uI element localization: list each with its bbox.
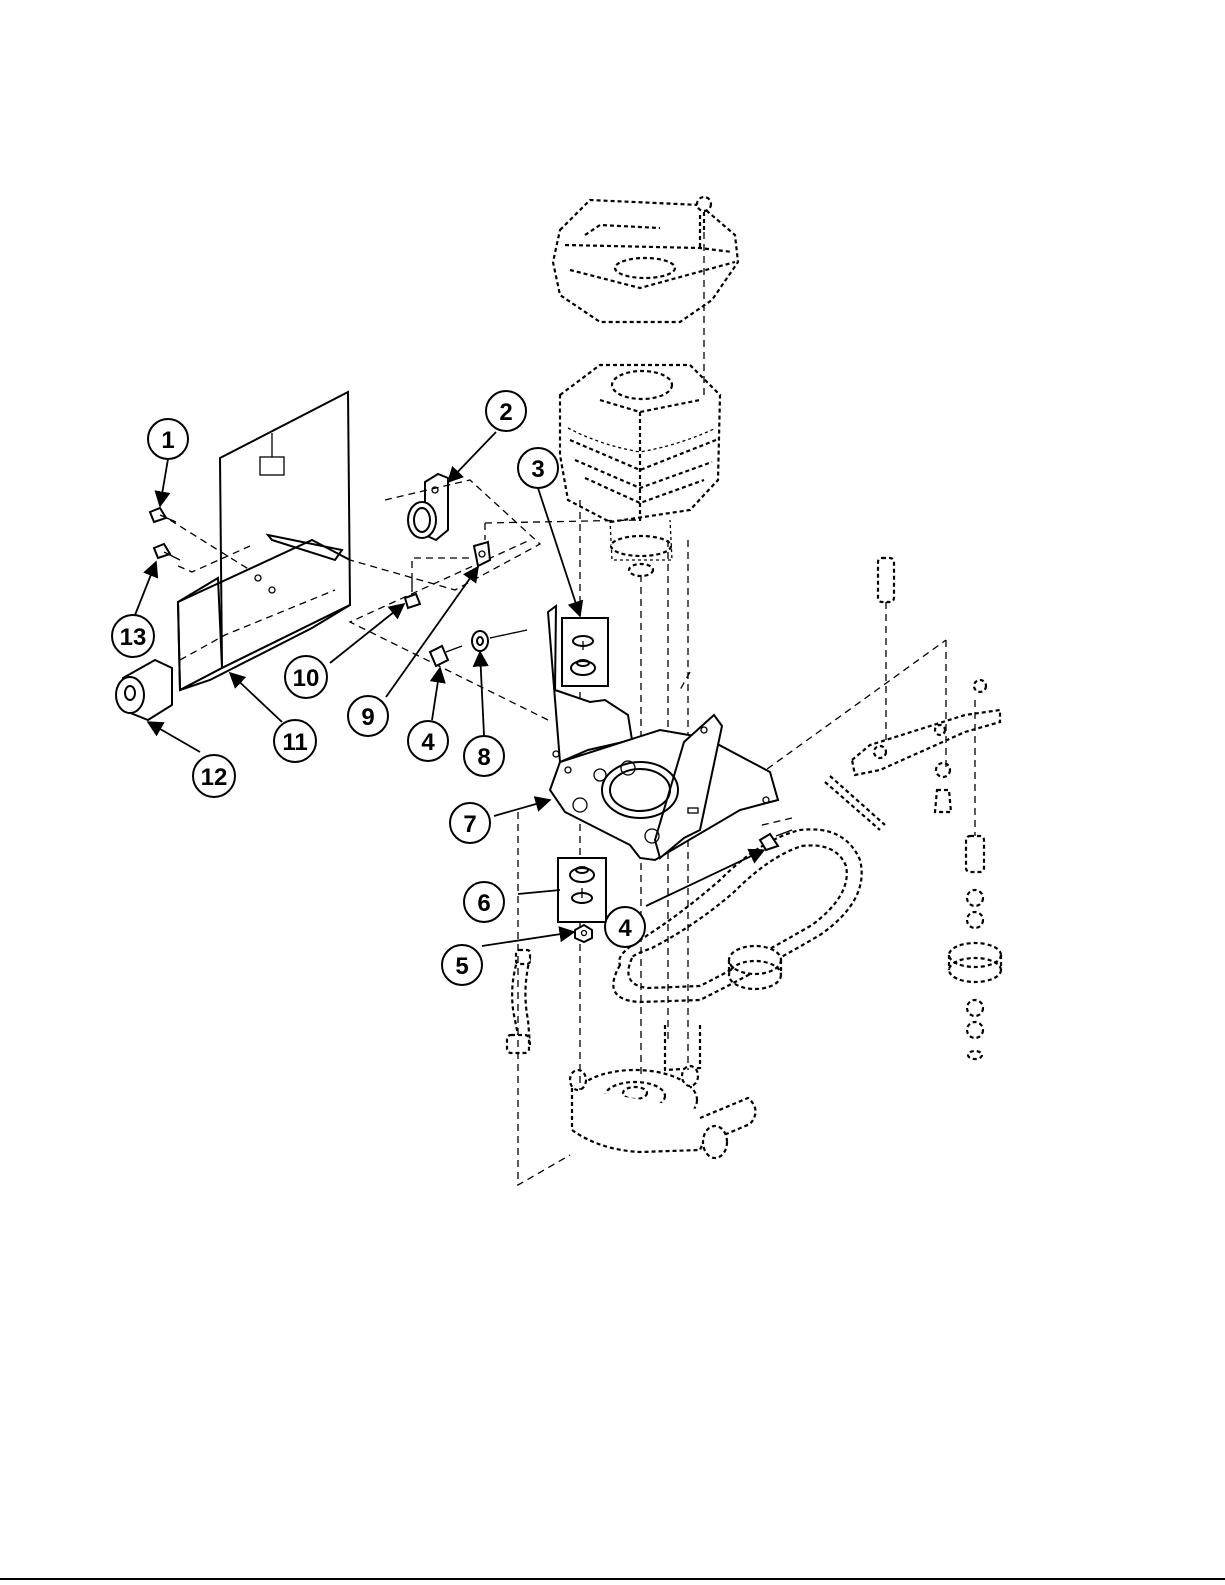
motor-ghost bbox=[560, 365, 720, 576]
svg-text:4: 4 bbox=[421, 729, 435, 756]
svg-text:12: 12 bbox=[201, 764, 228, 791]
callout-5: 5 bbox=[442, 945, 482, 985]
svg-text:11: 11 bbox=[282, 729, 307, 756]
belt-pulley-ghost bbox=[729, 946, 781, 989]
part-10-screw bbox=[405, 558, 474, 608]
callout-2: 2 bbox=[486, 391, 526, 431]
callout-4: 4 bbox=[408, 721, 448, 761]
svg-text:8: 8 bbox=[477, 744, 490, 771]
svg-text:4: 4 bbox=[618, 915, 632, 942]
bottom-rule bbox=[0, 1578, 1225, 1580]
part-2-clamp bbox=[350, 474, 540, 590]
callout-13: 13 bbox=[112, 615, 154, 657]
svg-text:9: 9 bbox=[361, 704, 374, 731]
part-3-grommets bbox=[562, 618, 608, 686]
svg-text:13: 13 bbox=[120, 624, 147, 651]
callout-11: 11 bbox=[274, 720, 316, 762]
svg-text:3: 3 bbox=[531, 456, 544, 483]
svg-text:6: 6 bbox=[477, 890, 490, 917]
svg-text:10: 10 bbox=[293, 665, 320, 692]
part-12-bushing bbox=[116, 660, 172, 720]
part-5-nut bbox=[575, 925, 592, 942]
part-8-washer bbox=[472, 630, 527, 651]
hose-ghost bbox=[507, 950, 530, 1053]
callout-4-right: 4 bbox=[605, 907, 645, 947]
svg-text:5: 5 bbox=[455, 953, 468, 980]
pump-ghost bbox=[570, 1022, 756, 1158]
callout-6: 6 bbox=[464, 882, 504, 922]
part-9-clip bbox=[474, 542, 490, 566]
part-6-grommets bbox=[558, 858, 606, 922]
callout-9: 9 bbox=[348, 696, 388, 736]
callout-7: 7 bbox=[450, 803, 490, 843]
part-4-bolt bbox=[430, 646, 462, 666]
svg-text:1: 1 bbox=[161, 427, 174, 454]
callout-12: 12 bbox=[193, 755, 235, 797]
motor-cover-ghost bbox=[553, 200, 738, 322]
callout-10: 10 bbox=[285, 656, 327, 698]
callout-3: 3 bbox=[518, 448, 558, 488]
svg-text:7: 7 bbox=[463, 811, 476, 838]
callout-8: 8 bbox=[464, 736, 504, 776]
svg-text:2: 2 bbox=[499, 399, 512, 426]
callout-1: 1 bbox=[148, 419, 188, 459]
